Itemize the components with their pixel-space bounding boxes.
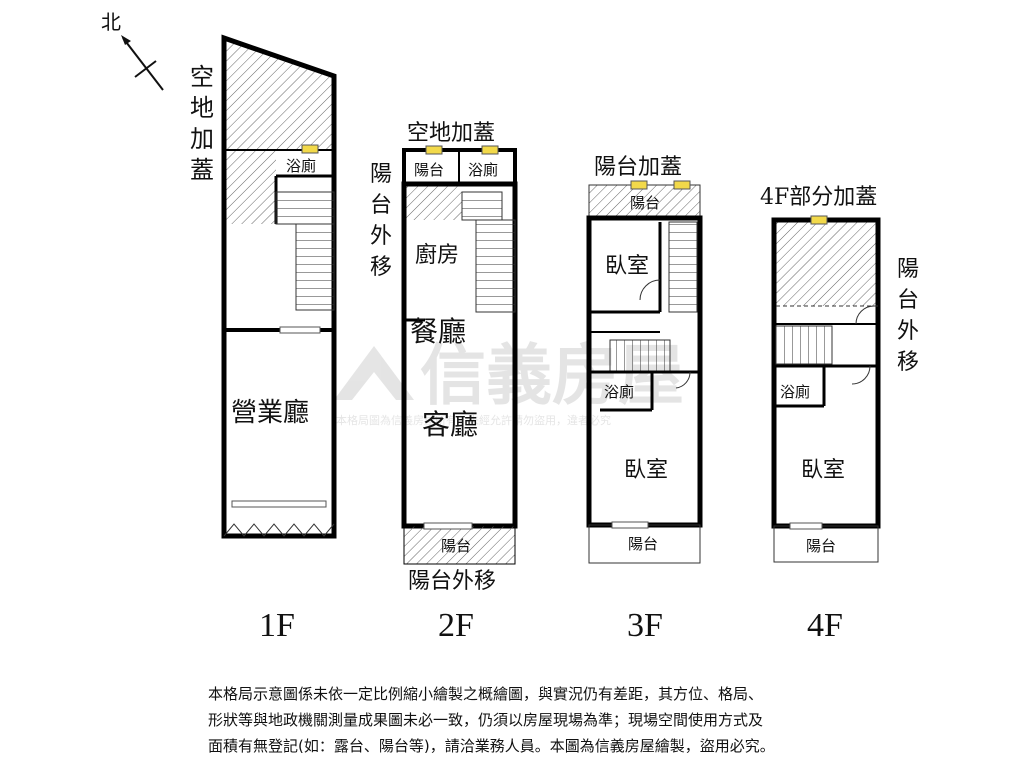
- disclaimer: 本格局示意圖係未依一定比例縮小繪製之概繪圖，與實況仍有差距，其方位、格局、 形狀…: [208, 681, 968, 759]
- floor-2-balcony-moved-4: 移: [370, 255, 392, 280]
- disclaimer-line-1: 本格局示意圖係未依一定比例縮小繪製之概繪圖，與實況仍有差距，其方位、格局、: [208, 685, 764, 703]
- floor-2-plan: [401, 145, 518, 565]
- watermark-logo-icon: [334, 346, 414, 400]
- disclaimer-line-2: 形狀等與地政機關測量成果圖未必一致，仍須以房屋現場為準；現場空間使用方式及: [208, 711, 764, 729]
- floor-1-annex-label-2: 地: [190, 94, 214, 122]
- floor-2-balcony-moved-2: 台: [370, 193, 392, 218]
- floor-1-annex-label-3: 加: [190, 125, 214, 153]
- compass-arrow-icon: [122, 37, 164, 91]
- floor-3-balcony-back-label: 陽台: [630, 194, 660, 212]
- compass-north-label: 北: [101, 10, 121, 34]
- floor-2-bathroom-label: 浴廁: [468, 161, 498, 179]
- floor-4-bedroom-label: 臥室: [801, 458, 845, 483]
- floor-3-bedroom-back-label: 臥室: [605, 254, 649, 279]
- floor-1-plan: [221, 34, 337, 539]
- disclaimer-line-3: 面積有無登記(如：露台、陽台等)，請洽業務人員。本圖為信義房屋繪製，盜用必究。: [208, 737, 775, 755]
- floor-1-bathroom-label: 浴廁: [286, 157, 316, 175]
- floor-3-bedroom-front-label: 臥室: [624, 458, 668, 483]
- floor-2-front-balcony-label: 陽台: [441, 537, 471, 555]
- floor-2-balcony-moved-3: 外: [370, 224, 392, 249]
- floor-3-label: 3F: [627, 607, 663, 644]
- floor-3-balcony-front-label: 陽台: [628, 535, 658, 553]
- floor-2-balcony-moved-1: 陽: [370, 162, 392, 187]
- floor-2-label: 2F: [438, 607, 474, 644]
- floor-2-front-balcony-moved-label: 陽台外移: [408, 569, 496, 594]
- floor-4-balcony-moved-2: 台: [897, 288, 919, 313]
- floor-2-balcony-label: 陽台: [414, 161, 444, 179]
- floor-4-annex-label: 4F部分加蓋: [760, 185, 877, 210]
- floor-2-living-label: 客廳: [422, 408, 478, 441]
- floor-4-balcony-label: 陽台: [806, 537, 836, 555]
- floor-3-annex-label: 陽台加蓋: [594, 155, 682, 180]
- floor-4-balcony-moved-3: 外: [897, 319, 919, 344]
- compass: 北: [101, 10, 164, 91]
- floor-2-kitchen-label: 廚房: [415, 243, 459, 268]
- floor-1-annex-label-4: 蓋: [190, 156, 214, 184]
- floor-2-annex-label: 空地加蓋: [407, 121, 495, 146]
- floor-1-annex-label-1: 空: [190, 63, 214, 91]
- floor-4-bathroom-label: 浴廁: [780, 383, 810, 401]
- floor-4-plan: [771, 215, 881, 563]
- floor-4-balcony-moved-4: 移: [897, 350, 919, 375]
- floor-4-balcony-moved-1: 陽: [897, 257, 919, 282]
- floor-1-business-hall-label: 營業廳: [231, 398, 309, 428]
- floor-1-label: 1F: [259, 607, 295, 644]
- floor-4-label: 4F: [807, 607, 843, 644]
- floor-2-dining-label: 餐廳: [410, 315, 466, 348]
- floor-3-plan: [586, 180, 703, 564]
- floor-3-bathroom-label: 浴廁: [604, 383, 634, 401]
- watermark: 信義房屋 本格局圖為信義房屋所有，未經允許請勿盜用，違者必究: [334, 337, 684, 427]
